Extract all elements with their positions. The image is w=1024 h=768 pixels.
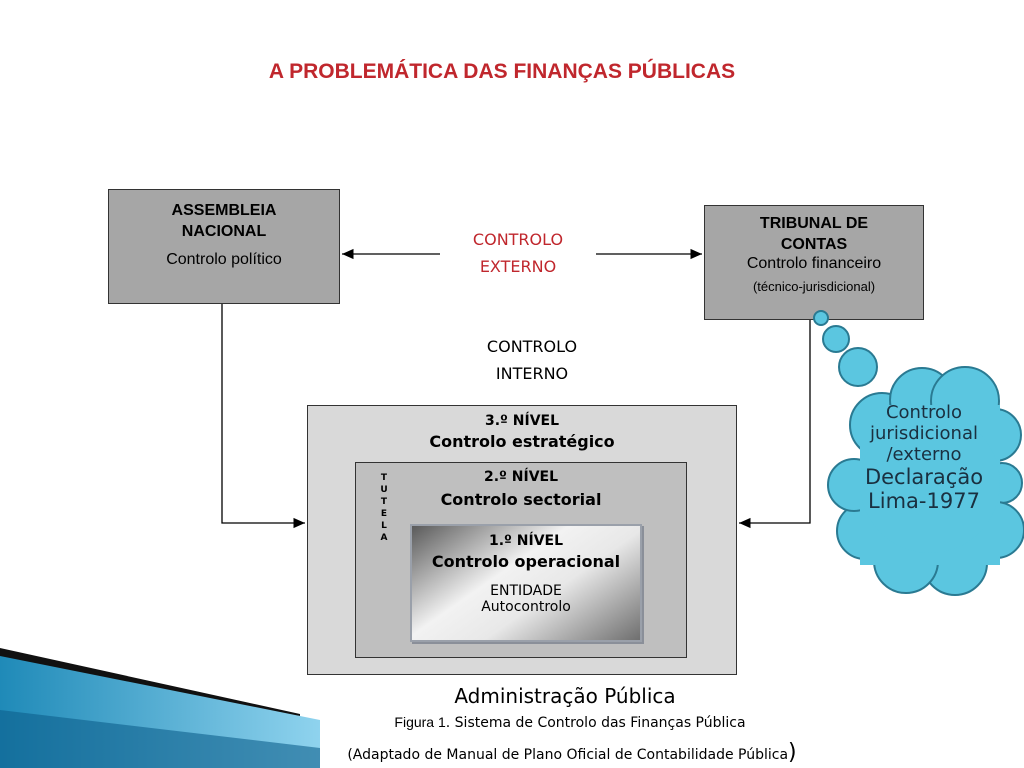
corner-swoosh-decoration	[0, 648, 320, 768]
nivel-1-entity: ENTIDADE	[490, 583, 562, 599]
assembleia-subtitle: Controlo político	[166, 251, 282, 268]
thought-cloud	[813, 310, 1024, 596]
tutela-vertical-label: T U T E L A	[378, 472, 390, 544]
admin-publica-label: Administração Pública	[454, 684, 676, 708]
assembleia-nacional-box: ASSEMBLEIA NACIONAL Controlo político	[108, 189, 340, 304]
thought-bubble-large	[838, 347, 878, 387]
controlo-interno-line2: INTERNO	[495, 364, 569, 383]
tutela-letter: T	[380, 497, 388, 507]
tutela-letter: E	[380, 509, 388, 519]
tribunal-subtitle: Controlo financeiro	[746, 255, 882, 272]
figure-caption: Figura 1. Sistema de Controlo das Finanç…	[280, 714, 860, 731]
controlo-interno-label: CONTROLO INTERNO	[462, 333, 602, 387]
nivel-3-name: Controlo estratégico	[429, 432, 615, 451]
figure-label: Figura 1	[394, 714, 446, 730]
cloud-line4: Declaração	[864, 465, 984, 489]
cloud-line1: Controlo	[885, 402, 963, 423]
tribunal-title-line2: CONTAS	[780, 236, 848, 253]
tutela-letter: T	[380, 473, 388, 483]
figure-source-paren: )	[788, 740, 797, 765]
page-title: A PROBLEMÁTICA DAS FINANÇAS PÚBLICAS	[268, 60, 736, 83]
tribunal-de-contas-box: TRIBUNAL DE CONTAS Controlo financeiro (…	[704, 205, 924, 320]
thought-bubble-small	[813, 310, 829, 326]
controlo-externo-line2: EXTERNO	[479, 257, 557, 276]
controlo-interno-line1: CONTROLO	[486, 337, 578, 356]
cloud-line5: Lima-1977	[868, 489, 980, 513]
connector-tribunal-to-admin	[739, 320, 811, 529]
tribunal-title-line1: TRIBUNAL DE	[759, 215, 869, 232]
cloud-line3: /externo	[886, 444, 962, 465]
figure-source: (Adaptado de Manual de Plano Oficial de …	[262, 740, 882, 765]
assembleia-title-line1: ASSEMBLEIA	[171, 202, 277, 219]
nivel-1-name: Controlo operacional	[431, 552, 621, 571]
nivel-2-name: Controlo sectorial	[440, 490, 602, 509]
controlo-externo-label: CONTROLO EXTERNO	[448, 226, 588, 280]
nivel-1-box: 1.º NÍVEL Controlo operacional ENTIDADE …	[410, 524, 642, 642]
figure-caption-text: . Sistema de Controlo das Finanças Públi…	[445, 715, 746, 731]
nivel-1-autocontrolo: Autocontrolo	[481, 599, 571, 615]
figure-source-text: (Adaptado de Manual de Plano Oficial de …	[347, 747, 789, 763]
assembleia-title-line2: NACIONAL	[181, 223, 267, 240]
tutela-letter: A	[380, 533, 388, 543]
nivel-1-number: 1.º NÍVEL	[488, 533, 564, 549]
connector-assembleia-to-admin	[221, 304, 305, 529]
tutela-letter: U	[380, 485, 388, 495]
tutela-letter: L	[381, 521, 387, 531]
thought-bubble-medium	[822, 325, 850, 353]
cloud-line2: jurisdicional	[870, 423, 978, 444]
tribunal-note: (técnico-jurisdicional)	[752, 279, 876, 294]
nivel-2-number: 2.º NÍVEL	[483, 469, 559, 485]
nivel-3-number: 3.º NÍVEL	[484, 413, 560, 429]
controlo-externo-line1: CONTROLO	[472, 230, 564, 249]
cloud-text: Controlo jurisdicional /externo Declaraç…	[840, 402, 1008, 513]
